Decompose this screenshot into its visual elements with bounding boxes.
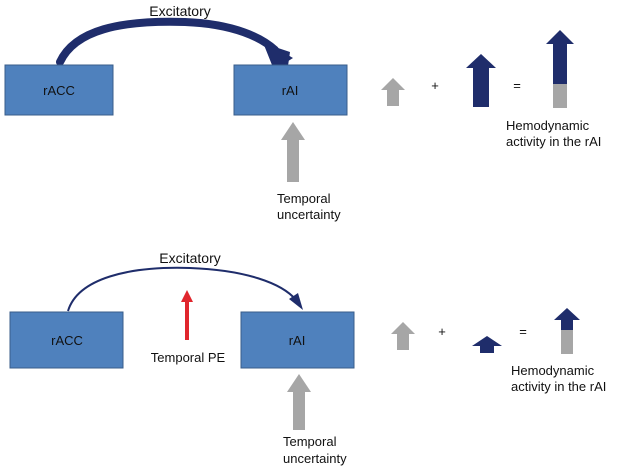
top-result-stacked-arrow-icon (546, 30, 574, 108)
top-navy-arrow-icon (466, 54, 496, 107)
bottom-connection-label: Excitatory (159, 250, 220, 266)
bottom-plus-sign: + (438, 324, 446, 339)
bottom-result-label-line1: Hemodynamic (511, 363, 595, 378)
top-result-label-line2: activity in the rAI (506, 134, 601, 149)
bottom-racc-label: rACC (51, 333, 83, 348)
bottom-result-label-line2: activity in the rAI (511, 379, 606, 394)
top-equals-sign: = (513, 78, 521, 93)
top-plus-sign: + (431, 78, 439, 93)
top-uncertainty-label-line2: uncertainty (277, 207, 341, 222)
bottom-rai-label: rAI (289, 333, 306, 348)
bottom-excitatory-arrowhead (289, 293, 303, 310)
top-racc-box (4, 64, 114, 116)
bottom-gray-arrow-icon (391, 322, 415, 350)
top-gray-arrow-icon (381, 78, 405, 106)
bottom-panel: Excitatory rACC Temporal PE rAI Temporal… (9, 250, 606, 466)
bottom-equals-sign: = (519, 324, 527, 339)
top-excitatory-arrowhead-tip (262, 40, 293, 70)
bottom-prediction-error-label: Temporal PE (151, 350, 226, 365)
top-result-label-line1: Hemodynamic (506, 118, 590, 133)
bottom-rai-box (240, 311, 355, 369)
bottom-uncertainty-label-line1: Temporal (283, 434, 337, 449)
bottom-uncertainty-label-line2: uncertainty (283, 451, 347, 466)
bottom-result-stacked-arrow-icon (554, 308, 580, 354)
bottom-racc-box (9, 311, 124, 369)
bottom-excitatory-connection (67, 266, 297, 312)
bottom-prediction-error-arrow (181, 290, 193, 340)
top-excitatory-connection (56, 17, 279, 66)
bottom-navy-arrow-icon (472, 336, 502, 353)
top-racc-label: rACC (43, 83, 75, 98)
bottom-uncertainty-arrow (287, 374, 311, 430)
top-rai-label: rAI (282, 83, 299, 98)
top-connection-label: Excitatory (149, 3, 210, 19)
top-rai-box (233, 64, 348, 116)
top-uncertainty-arrow (281, 122, 305, 182)
top-panel: Excitatory rACC rAI Temporal uncertainty… (4, 3, 601, 222)
top-uncertainty-label-line1: Temporal (277, 191, 331, 206)
